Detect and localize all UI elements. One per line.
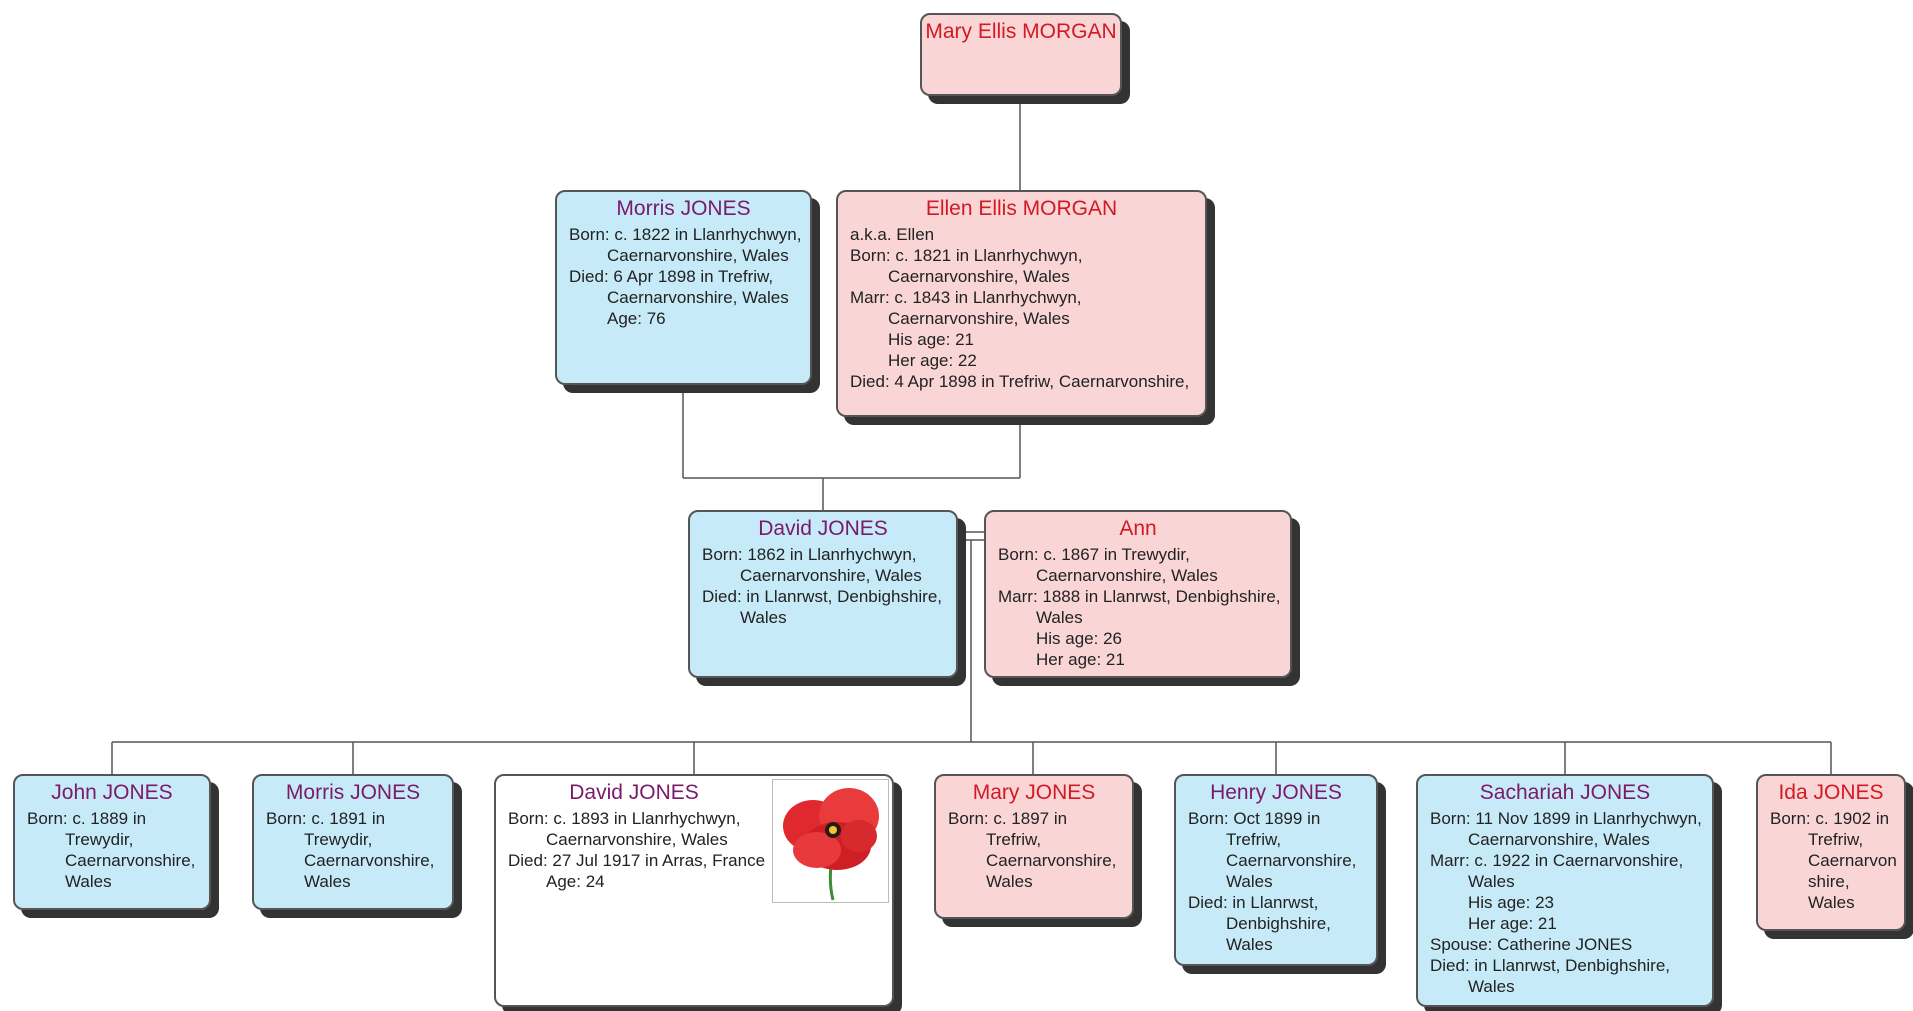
detail-line: Age: 24 bbox=[546, 872, 605, 891]
detail-line: Wales bbox=[1226, 935, 1273, 954]
detail-line: Born: c. 1821 in Llanrhychwyn, bbox=[850, 246, 1083, 265]
person-name: Morris JONES bbox=[616, 197, 751, 220]
person-name: John JONES bbox=[51, 781, 173, 804]
detail-line: Wales bbox=[1468, 872, 1515, 891]
person-details: Born: 11 Nov 1899 in Llanrhychwyn, Caerna… bbox=[1418, 808, 1712, 997]
detail-line: Born: c. 1867 in Trewydir, bbox=[998, 545, 1190, 564]
detail-line: Trefriw, bbox=[1808, 830, 1864, 849]
detail-line: Caernarvonshire, Wales bbox=[607, 288, 789, 307]
detail-line: Trefriw, bbox=[1226, 830, 1282, 849]
person-details: Born: c. 1889 in Trewydir, Caernarvonshire… bbox=[15, 808, 209, 892]
detail-line: Denbighshire, bbox=[1226, 914, 1331, 933]
detail-line: Wales bbox=[740, 608, 787, 627]
detail-line: Caernarvonshire, Wales bbox=[1468, 830, 1650, 849]
detail-line: Marr: c. 1843 in Llanrhychwyn, bbox=[850, 288, 1082, 307]
detail-line: Wales bbox=[304, 872, 351, 891]
detail-line: Caernarvonshire, Wales bbox=[888, 309, 1070, 328]
person-john-jones[interactable]: John JONES Born: c. 1889 in Trewydir, Caer… bbox=[13, 774, 211, 910]
poppy-icon bbox=[772, 779, 889, 903]
detail-line: Wales bbox=[1468, 977, 1515, 996]
detail-line: Caernarvonshire, bbox=[1226, 851, 1357, 870]
detail-line: Wales bbox=[1036, 608, 1083, 627]
person-name: Ellen Ellis MORGAN bbox=[925, 197, 1118, 220]
detail-line: Caernarvonshire, bbox=[304, 851, 435, 870]
detail-line: Trefriw, bbox=[986, 830, 1042, 849]
person-name: David JONES bbox=[569, 781, 699, 804]
person-details: Born: c. 1902 in Trefriw, Caernarvon shire,… bbox=[1758, 808, 1904, 913]
person-name: Sachariah JONES bbox=[1479, 781, 1651, 804]
detail-line: Died: 27 Jul 1917 in Arras, France bbox=[508, 851, 766, 870]
person-name: Henry JONES bbox=[1210, 781, 1342, 804]
detail-line: His age: 26 bbox=[1036, 629, 1122, 648]
detail-line: Born: Oct 1899 in bbox=[1188, 809, 1321, 828]
detail-line: Caernarvonshire, bbox=[65, 851, 196, 870]
detail-line: Marr: c. 1922 in Caernarvonshire, bbox=[1430, 851, 1684, 870]
person-morris-jones-jr[interactable]: Morris JONES Born: c. 1891 in Trewydir, Ca… bbox=[252, 774, 454, 910]
person-details: Born: c. 1897 in Trefriw, Caernarvonshire,… bbox=[936, 808, 1132, 892]
detail-line: Born: 11 Nov 1899 in Llanrhychwyn, bbox=[1430, 809, 1702, 828]
person-details: Born: c. 1867 in Trewydir, Caernarvonshir… bbox=[986, 544, 1290, 670]
detail-line: Spouse: Catherine JONES bbox=[1430, 935, 1633, 954]
detail-line: Born: c. 1889 in bbox=[27, 809, 147, 828]
detail-line: Died: in Llanrwst, bbox=[1188, 893, 1319, 912]
person-details: Born: Oct 1899 in Trefriw, Caernarvonshire… bbox=[1176, 808, 1376, 955]
detail-line: Wales bbox=[1808, 893, 1855, 912]
detail-line: Caernarvonshire, Wales bbox=[740, 566, 922, 585]
person-mary-ellis-morgan[interactable]: Mary Ellis MORGAN bbox=[920, 13, 1122, 96]
detail-line: Caernarvon bbox=[1808, 851, 1897, 870]
detail-line: shire, bbox=[1808, 872, 1850, 891]
detail-line: Died: 4 Apr 1898 in Trefriw, Caernarvons… bbox=[850, 372, 1190, 391]
person-david-jones-sr[interactable]: David JONES Born: 1862 in Llanrhychwyn, C… bbox=[688, 510, 958, 678]
detail-line: Born: c. 1822 in Llanrhychwyn, bbox=[569, 225, 802, 244]
detail-line: Wales bbox=[65, 872, 112, 891]
person-henry-jones[interactable]: Henry JONES Born: Oct 1899 in Trefriw, Cae… bbox=[1174, 774, 1378, 966]
detail-line: Her age: 22 bbox=[888, 351, 977, 370]
person-name: David JONES bbox=[758, 517, 888, 540]
detail-line: Died: in Llanrwst, Denbighshire, bbox=[1430, 956, 1671, 975]
detail-line: Born: c. 1891 in bbox=[266, 809, 386, 828]
detail-line: a.k.a. Ellen bbox=[850, 225, 935, 244]
person-details: Born: c. 1891 in Trewydir, Caernarvonshire… bbox=[254, 808, 452, 892]
detail-line: Trewydir, bbox=[304, 830, 373, 849]
detail-line: Wales bbox=[986, 872, 1033, 891]
person-ann[interactable]: Ann Born: c. 1867 in Trewydir, Caernarvon… bbox=[984, 510, 1292, 678]
detail-line: Caernarvonshire, Wales bbox=[607, 246, 789, 265]
person-details: Born: c. 1893 in Llanrhychwyn, Caernarvon… bbox=[496, 808, 892, 892]
person-name: Morris JONES bbox=[285, 781, 421, 804]
detail-line: Born: c. 1897 in bbox=[948, 809, 1068, 828]
detail-line: Wales bbox=[1226, 872, 1273, 891]
detail-line: Marr: 1888 in Llanrwst, Denbighshire, bbox=[998, 587, 1281, 606]
person-mary-jones[interactable]: Mary JONES Born: c. 1897 in Trefriw, Caern… bbox=[934, 774, 1134, 919]
detail-line: Her age: 21 bbox=[1468, 914, 1557, 933]
person-sachariah-jones[interactable]: Sachariah JONES Born: 11 Nov 1899 in Lla… bbox=[1416, 774, 1714, 1007]
detail-line: Born: c. 1893 in Llanrhychwyn, bbox=[508, 809, 741, 828]
detail-line: Caernarvonshire, Wales bbox=[546, 830, 728, 849]
detail-line: Caernarvonshire, bbox=[986, 851, 1117, 870]
detail-line: Died: 6 Apr 1898 in Trefriw, bbox=[569, 267, 774, 286]
person-name: Mary JONES bbox=[972, 781, 1096, 804]
detail-line: Age: 76 bbox=[607, 309, 666, 328]
detail-line: His age: 23 bbox=[1468, 893, 1554, 912]
person-ida-jones[interactable]: Ida JONES Born: c. 1902 in Trefriw, Caerna… bbox=[1756, 774, 1906, 931]
person-name: Mary Ellis MORGAN bbox=[925, 20, 1117, 43]
person-details: Born: c. 1822 in Llanrhychwyn, Caernarvon… bbox=[557, 224, 810, 329]
detail-line: Died: in Llanrwst, Denbighshire, bbox=[702, 587, 943, 606]
detail-line: His age: 21 bbox=[888, 330, 974, 349]
detail-line: Born: c. 1902 in bbox=[1770, 809, 1890, 828]
person-name: Ann bbox=[1119, 517, 1157, 540]
detail-line: Trewydir, bbox=[65, 830, 134, 849]
detail-line: Her age: 21 bbox=[1036, 650, 1125, 669]
detail-line: Caernarvonshire, Wales bbox=[1036, 566, 1218, 585]
person-name: Ida JONES bbox=[1778, 781, 1884, 804]
person-details: Born: 1862 in Llanrhychwyn, Caernarvonshi… bbox=[690, 544, 956, 628]
person-morris-jones-sr[interactable]: Morris JONES Born: c. 1822 in Llanrhychw… bbox=[555, 190, 812, 385]
detail-line: Born: 1862 in Llanrhychwyn, bbox=[702, 545, 917, 564]
person-david-jones-jr[interactable]: David JONES Born: c. 1893 in Llanrhychwy… bbox=[494, 774, 894, 1007]
detail-line: Caernarvonshire, Wales bbox=[888, 267, 1070, 286]
